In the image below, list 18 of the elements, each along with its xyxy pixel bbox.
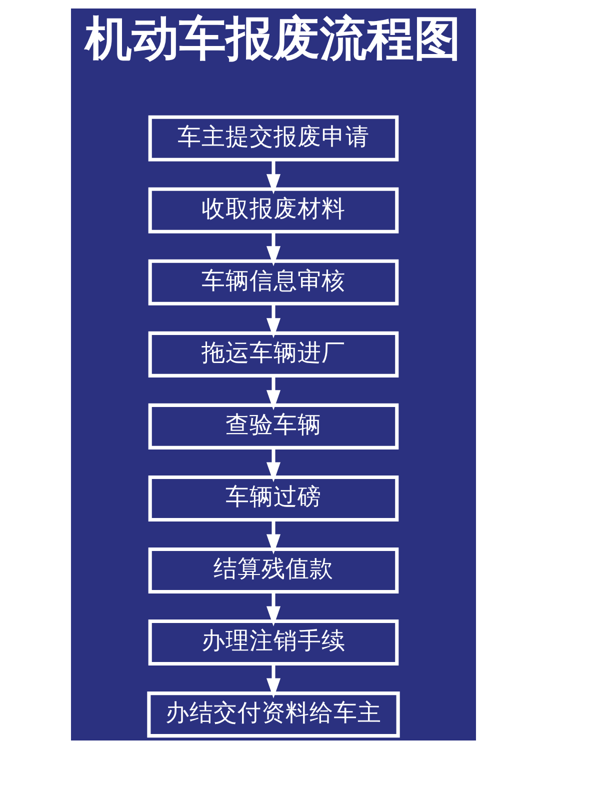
arrow bbox=[266, 232, 280, 266]
arrow bbox=[266, 160, 280, 194]
node-box: 车辆过磅 bbox=[148, 475, 398, 522]
arrow bbox=[266, 664, 280, 698]
arrow bbox=[266, 520, 280, 554]
arrow bbox=[266, 448, 280, 482]
node-box: 车辆信息审核 bbox=[148, 259, 398, 306]
arrow bbox=[266, 592, 280, 626]
arrow bbox=[266, 376, 280, 410]
node-box: 车主提交报废申请 bbox=[148, 115, 398, 162]
node-box: 收取报废材料 bbox=[148, 187, 398, 234]
arrow bbox=[266, 304, 280, 338]
diagram-title: 机动车报废流程图 bbox=[84, 12, 461, 67]
node-box: 查验车辆 bbox=[148, 403, 398, 450]
node-box: 办理注销手续 bbox=[148, 620, 398, 666]
node-box: 办结交付资料给车主 bbox=[146, 692, 400, 738]
node-box: 结算残值款 bbox=[148, 547, 398, 594]
node-box: 拖运车辆进厂 bbox=[148, 331, 398, 378]
